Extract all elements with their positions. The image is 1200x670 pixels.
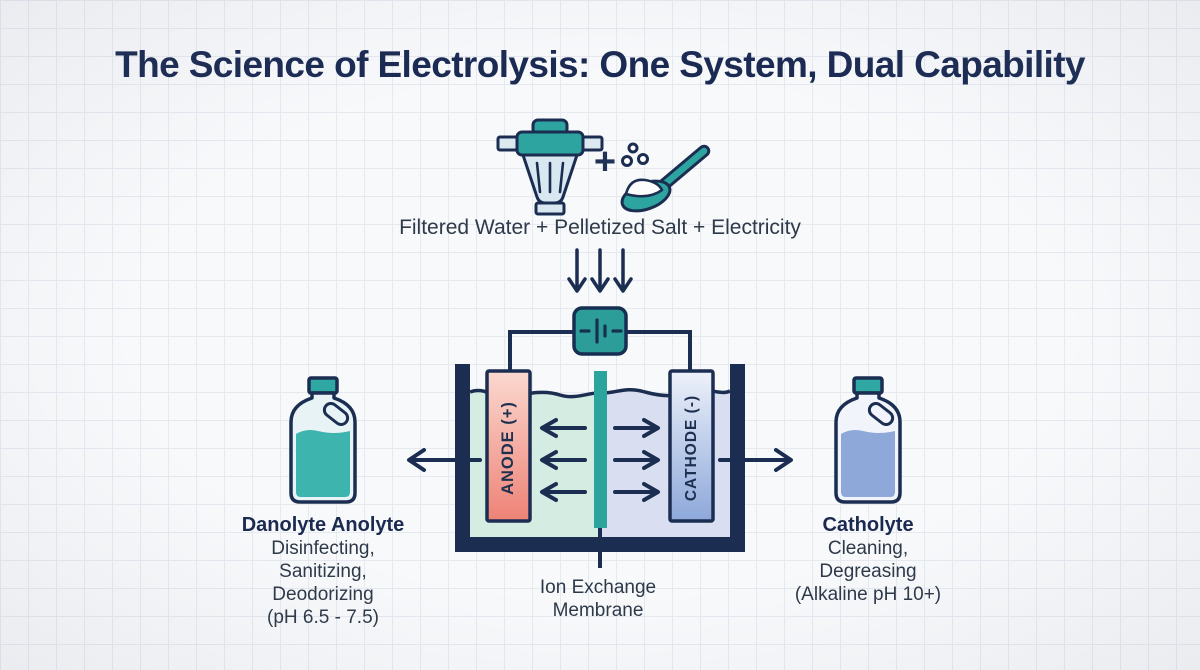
anolyte-bottle-icon (289, 376, 357, 504)
anolyte-use-1: Disinfecting, (271, 538, 375, 559)
catholyte-label: Catholyte Cleaning, Degreasing (Alkaline… (768, 514, 968, 606)
ion-exchange-membrane (594, 371, 607, 528)
plus-icon: + (593, 141, 617, 183)
anolyte-use-3: Deodorizing (272, 584, 374, 605)
ion-flow-arrows-anolyte (540, 418, 587, 502)
catholyte-name: Catholyte (822, 514, 914, 536)
water-filter-icon (496, 118, 604, 216)
anode-electrode (485, 369, 532, 523)
catholyte-ph: (Alkaline pH 10+) (794, 584, 942, 605)
catholyte-bottle-icon (834, 376, 902, 504)
cathode-label: CATHODE (-) (683, 394, 700, 502)
membrane-label: Ion Exchange Membrane (539, 577, 657, 621)
anolyte-use-2: Sanitizing, (279, 561, 367, 582)
cathode-electrode (668, 369, 715, 523)
anolyte-output-arrow (407, 448, 482, 472)
catholyte-use-2: Degreasing (819, 561, 917, 582)
anolyte-label: Danolyte Anolyte Disinfecting, Sanitizin… (223, 514, 423, 629)
battery-icon (572, 306, 628, 356)
inputs-caption: Filtered Water + Pelletized Salt + Elect… (399, 216, 801, 239)
input-flow-arrows (567, 248, 633, 293)
anode-label: ANODE (+) (499, 401, 517, 495)
catholyte-output-arrow (718, 448, 793, 472)
ion-flow-arrows-catholyte (613, 418, 660, 502)
salt-spoon-icon (620, 142, 711, 213)
page-title: The Science of Electrolysis: One System,… (115, 44, 1085, 85)
power-wires (508, 330, 692, 373)
catholyte-use-1: Cleaning, (827, 538, 909, 559)
anolyte-ph: (pH 6.5 - 7.5) (267, 607, 379, 628)
anolyte-name: Danolyte Anolyte (241, 514, 405, 536)
